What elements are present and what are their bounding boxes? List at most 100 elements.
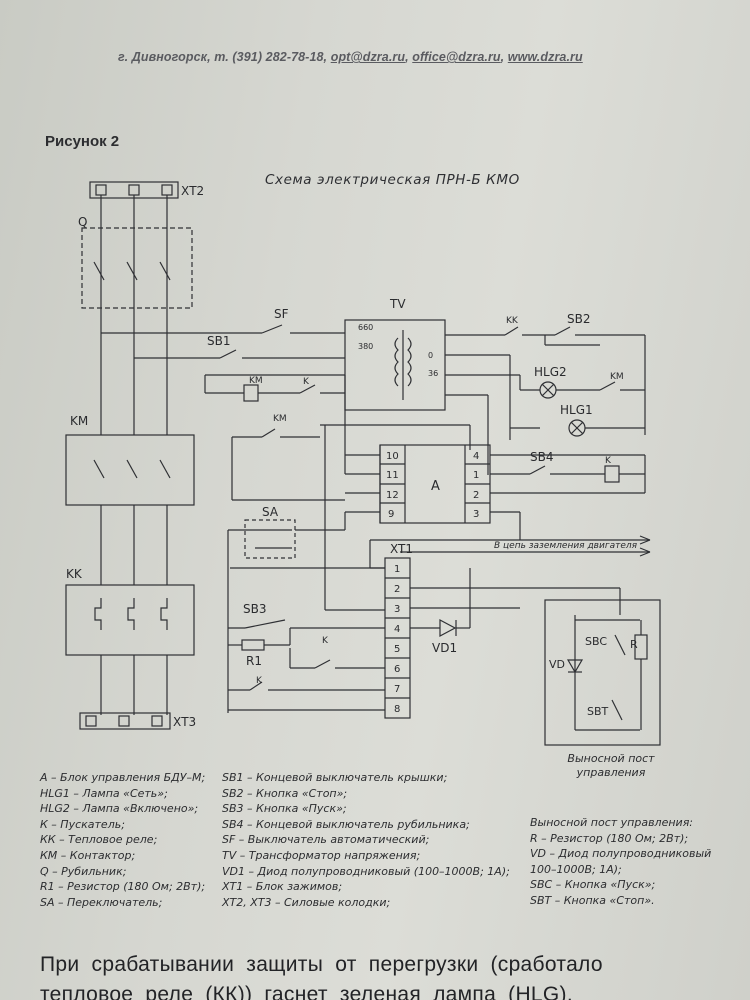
legend-item: А – Блок управления БДУ–М; — [40, 771, 206, 784]
header-email-office: office@dzra.ru — [412, 50, 501, 64]
label-hlg2: HLG2 — [534, 365, 567, 379]
legend-item: R1 – Резистор (180 Ом; 2Вт); — [40, 880, 206, 894]
legend-item: VD1 – Диод полупроводниковый (100–1000В;… — [222, 864, 510, 878]
label-remote-r: R — [630, 638, 638, 651]
xt1-pin-5: 5 — [394, 644, 400, 655]
label-ground-note: В цепь заземления двигателя — [494, 541, 638, 551]
body-paragraph: При срабатывании защиты от перегрузки (с… — [40, 950, 750, 1000]
legend-item: SB1 – Концевой выключатель крышки; — [222, 771, 448, 784]
legend-item: Q – Рубильник; — [40, 864, 127, 878]
label-tv-380: 380 — [358, 342, 373, 351]
xt3-terminal-block — [79, 712, 171, 730]
legend-item: SB2 – Кнопка «Стоп»; — [222, 786, 348, 800]
label-tv-36: 36 — [428, 369, 438, 378]
xt1-pin-6: 6 — [394, 664, 400, 675]
xt1-pin-2: 2 — [394, 584, 400, 595]
a-pin-10: 10 — [386, 451, 399, 462]
legend-item: КК – Тепловое реле; — [40, 833, 158, 847]
paragraph-line-1: При срабатывании защиты от перегрузки (с… — [40, 953, 603, 976]
label-r1: R1 — [246, 654, 262, 668]
a-pin-4: 4 — [473, 451, 479, 462]
label-a: A — [431, 479, 440, 494]
label-xt1: XT1 — [390, 542, 413, 556]
label-sb2: SB2 — [567, 312, 590, 326]
label-km-contact-2: KM — [610, 372, 624, 382]
legend-item: SF – Выключатель автоматический; — [222, 833, 430, 847]
label-km-contact: KM — [273, 414, 287, 424]
xt1-pin-7: 7 — [394, 684, 400, 695]
a-pin-12: 12 — [386, 490, 399, 501]
km-contactor-box — [65, 434, 195, 506]
xt1-pin-1: 1 — [394, 564, 400, 575]
legend-item: SBT – Кнопка «Стоп». — [530, 893, 655, 907]
a-pin-11: 11 — [386, 470, 399, 481]
label-sb3: SB3 — [243, 602, 266, 616]
legend-item: SA – Переключатель; — [40, 895, 163, 909]
diagram-title: Схема электрическая ПРН-Б КМО — [265, 172, 520, 188]
legend-item: 100–1000В; 1А); — [530, 862, 622, 876]
label-sb1: SB1 — [207, 334, 230, 348]
legend-item: КМ – Контактор; — [40, 848, 136, 862]
header-website: www.dzra.ru — [507, 50, 583, 64]
label-hlg1: HLG1 — [560, 403, 593, 417]
page-header: г. Дивногорск, т. (391) 282-78-18, opt@d… — [118, 50, 678, 64]
label-km-coil: KM — [249, 376, 263, 386]
label-remote-sbt: SBT — [587, 705, 609, 718]
label-remote-vd: VD — [549, 658, 565, 671]
legend-item: SB4 – Концевой выключатель рубильника; — [222, 817, 470, 831]
legend-column-2: SB1 – Концевой выключатель крышки; SB2 –… — [222, 770, 510, 910]
remote-post-box — [544, 599, 661, 746]
header-separator: , — [405, 50, 413, 64]
legend-item: SBC – Кнопка «Пуск»; — [530, 878, 656, 892]
label-tv: TV — [389, 297, 406, 311]
legend-item: ХТ1 – Блок зажимов; — [222, 880, 343, 894]
label-kk-contact: KK — [506, 316, 519, 326]
legend-item: VD – Диод полупроводниковый — [530, 847, 712, 861]
label-vd1: VD1 — [432, 641, 457, 655]
label-k-contact: K — [322, 636, 329, 646]
legend-item: ХТ2, ХТ3 – Силовые колодки; — [222, 895, 391, 909]
label-q: Q — [78, 215, 87, 229]
xt1-pin-8: 8 — [394, 704, 400, 715]
legend-column-3: Выносной пост управления: R – Резистор (… — [530, 815, 711, 909]
label-remote-sbc: SBC — [585, 635, 607, 648]
label-sf: SF — [274, 307, 289, 321]
label-k-coil-contact: K — [303, 377, 310, 387]
a-pin-1: 1 — [473, 470, 479, 481]
header-separator-2: , — [500, 50, 508, 64]
tv-transformer-box — [344, 319, 446, 411]
legend-item: Выносной пост управления: — [530, 816, 694, 829]
label-sa: SA — [262, 505, 279, 519]
paragraph-line-2: тепловое реле (КК)) гаснет зеленая лампа… — [40, 983, 573, 1000]
xt1-pin-4: 4 — [394, 624, 400, 635]
label-kk: KK — [66, 567, 83, 581]
header-email-opt: opt@dzra.ru — [330, 50, 406, 64]
legend-item: К – Пускатель; — [40, 817, 125, 831]
sa-switch-box — [244, 519, 296, 559]
legend-item: HLG1 – Лампа «Сеть»; — [40, 786, 168, 800]
legend-item: R – Резистор (180 Ом; 2Вт); — [530, 831, 689, 845]
q-switch-box — [81, 227, 193, 309]
label-sb4: SB4 — [530, 450, 553, 464]
legend-item: SB3 – Кнопка «Пуск»; — [222, 802, 347, 816]
legend-column-1: А – Блок управления БДУ–М; HLG1 – Лампа … — [40, 770, 205, 910]
label-tv-660: 660 — [358, 323, 373, 332]
legend-item: TV – Трансформатор напряжения; — [222, 848, 421, 862]
label-tv-0: 0 — [428, 351, 433, 360]
label-km: KM — [70, 414, 88, 428]
label-xt2: ХТ2 — [181, 184, 204, 198]
kk-thermal-relay-box — [65, 584, 195, 656]
label-k-coil: K — [605, 456, 612, 466]
a-pin-3: 3 — [473, 509, 479, 520]
legend-item: HLG2 – Лампа «Включено»; — [40, 802, 199, 816]
xt1-pin-3: 3 — [394, 604, 400, 615]
label-k-contact-2: K — [256, 676, 263, 686]
label-xt3: ХТ3 — [173, 715, 196, 729]
a-pin-2: 2 — [473, 490, 479, 501]
header-contacts: г. Дивногорск, т. (391) 282-78-18, — [118, 50, 331, 64]
a-pin-9: 9 — [388, 509, 394, 520]
figure-label: Рисунок 2 — [45, 133, 120, 150]
remote-post-caption: Выносной пост управления — [567, 752, 655, 779]
